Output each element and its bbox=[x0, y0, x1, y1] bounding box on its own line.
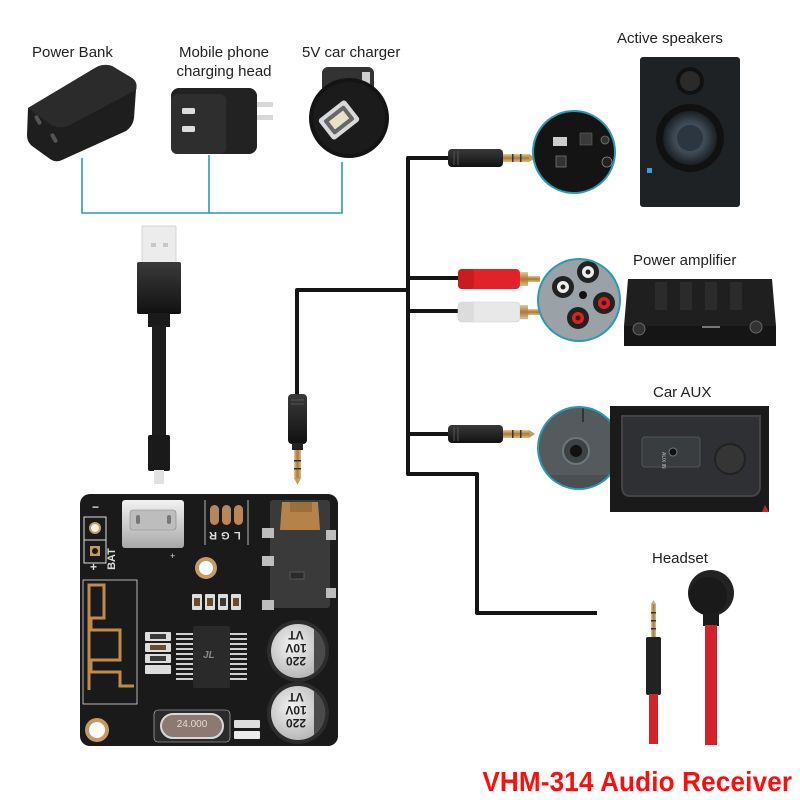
car-charger-image bbox=[309, 67, 389, 158]
speaker-3.5mm-plug bbox=[448, 149, 535, 167]
power-bank-image bbox=[27, 64, 137, 162]
headset-image bbox=[646, 570, 734, 745]
power-source-connector-lines bbox=[81, 155, 343, 214]
car-aux-3.5mm-plug bbox=[448, 425, 535, 443]
speaker-back-panel-closeup bbox=[532, 110, 616, 194]
cap2-line-220: VT bbox=[288, 690, 304, 704]
rca-input-closeup bbox=[537, 258, 621, 342]
audio-cable bbox=[295, 156, 597, 615]
cap1-line-vt: 220 bbox=[285, 654, 307, 668]
crystal-label: 24.000 bbox=[176, 719, 208, 730]
bat-label: BAT bbox=[105, 548, 118, 570]
capacitor-2 bbox=[267, 682, 329, 744]
label-headset: Headset bbox=[652, 550, 708, 567]
capacitor-2-label: 220 10V VT bbox=[281, 690, 311, 730]
active-speaker-image bbox=[640, 57, 740, 207]
capacitor-1 bbox=[267, 620, 329, 682]
bat-minus-label: − bbox=[92, 500, 100, 514]
label-power-amplifier: Power amplifier bbox=[633, 252, 737, 269]
cap1-line-220: VT bbox=[288, 628, 304, 642]
bat-plus-label: + bbox=[90, 560, 98, 574]
power-amplifier-image bbox=[624, 279, 776, 346]
label-line-2: charging head bbox=[176, 63, 272, 80]
car-aux-panel-image: AUX IN bbox=[610, 406, 769, 512]
pin-label-L: L bbox=[234, 529, 241, 541]
label-active-speakers: Active speakers bbox=[617, 30, 723, 47]
cap1-line-10v: 10V bbox=[285, 641, 307, 655]
rca-white-plug bbox=[457, 301, 540, 323]
wall-charger-image bbox=[171, 88, 273, 154]
product-title: VHM-314 Audio Receiver bbox=[482, 766, 792, 797]
rca-red-plug bbox=[458, 269, 540, 289]
usb-cable bbox=[137, 225, 181, 484]
cap2-line-10v: 10V bbox=[285, 703, 307, 717]
cap2-line-vt: 220 bbox=[285, 716, 307, 730]
label-line-1: Mobile phone bbox=[178, 44, 270, 61]
bluetooth-receiver-board bbox=[80, 494, 338, 746]
usb-plus-label: + bbox=[170, 551, 176, 561]
label-mobile-phone-charging-head: Mobile phone charging head bbox=[168, 43, 280, 81]
aux-jack-closeup bbox=[537, 406, 621, 490]
pin-label-R: R bbox=[209, 529, 217, 541]
pin-label-G: G bbox=[221, 529, 230, 541]
input-3.5mm-plug bbox=[288, 394, 307, 485]
label-5v-car-charger: 5V car charger bbox=[302, 44, 401, 61]
label-car-aux: Car AUX bbox=[653, 384, 712, 401]
bluetooth-chip bbox=[176, 626, 247, 688]
crystal-oscillator bbox=[153, 709, 231, 743]
capacitor-1-label: 220 10V VT bbox=[281, 628, 311, 668]
chip-logo: JL bbox=[203, 650, 215, 661]
aux-in-text: AUX IN bbox=[660, 452, 666, 469]
label-power-bank: Power Bank bbox=[32, 44, 113, 61]
